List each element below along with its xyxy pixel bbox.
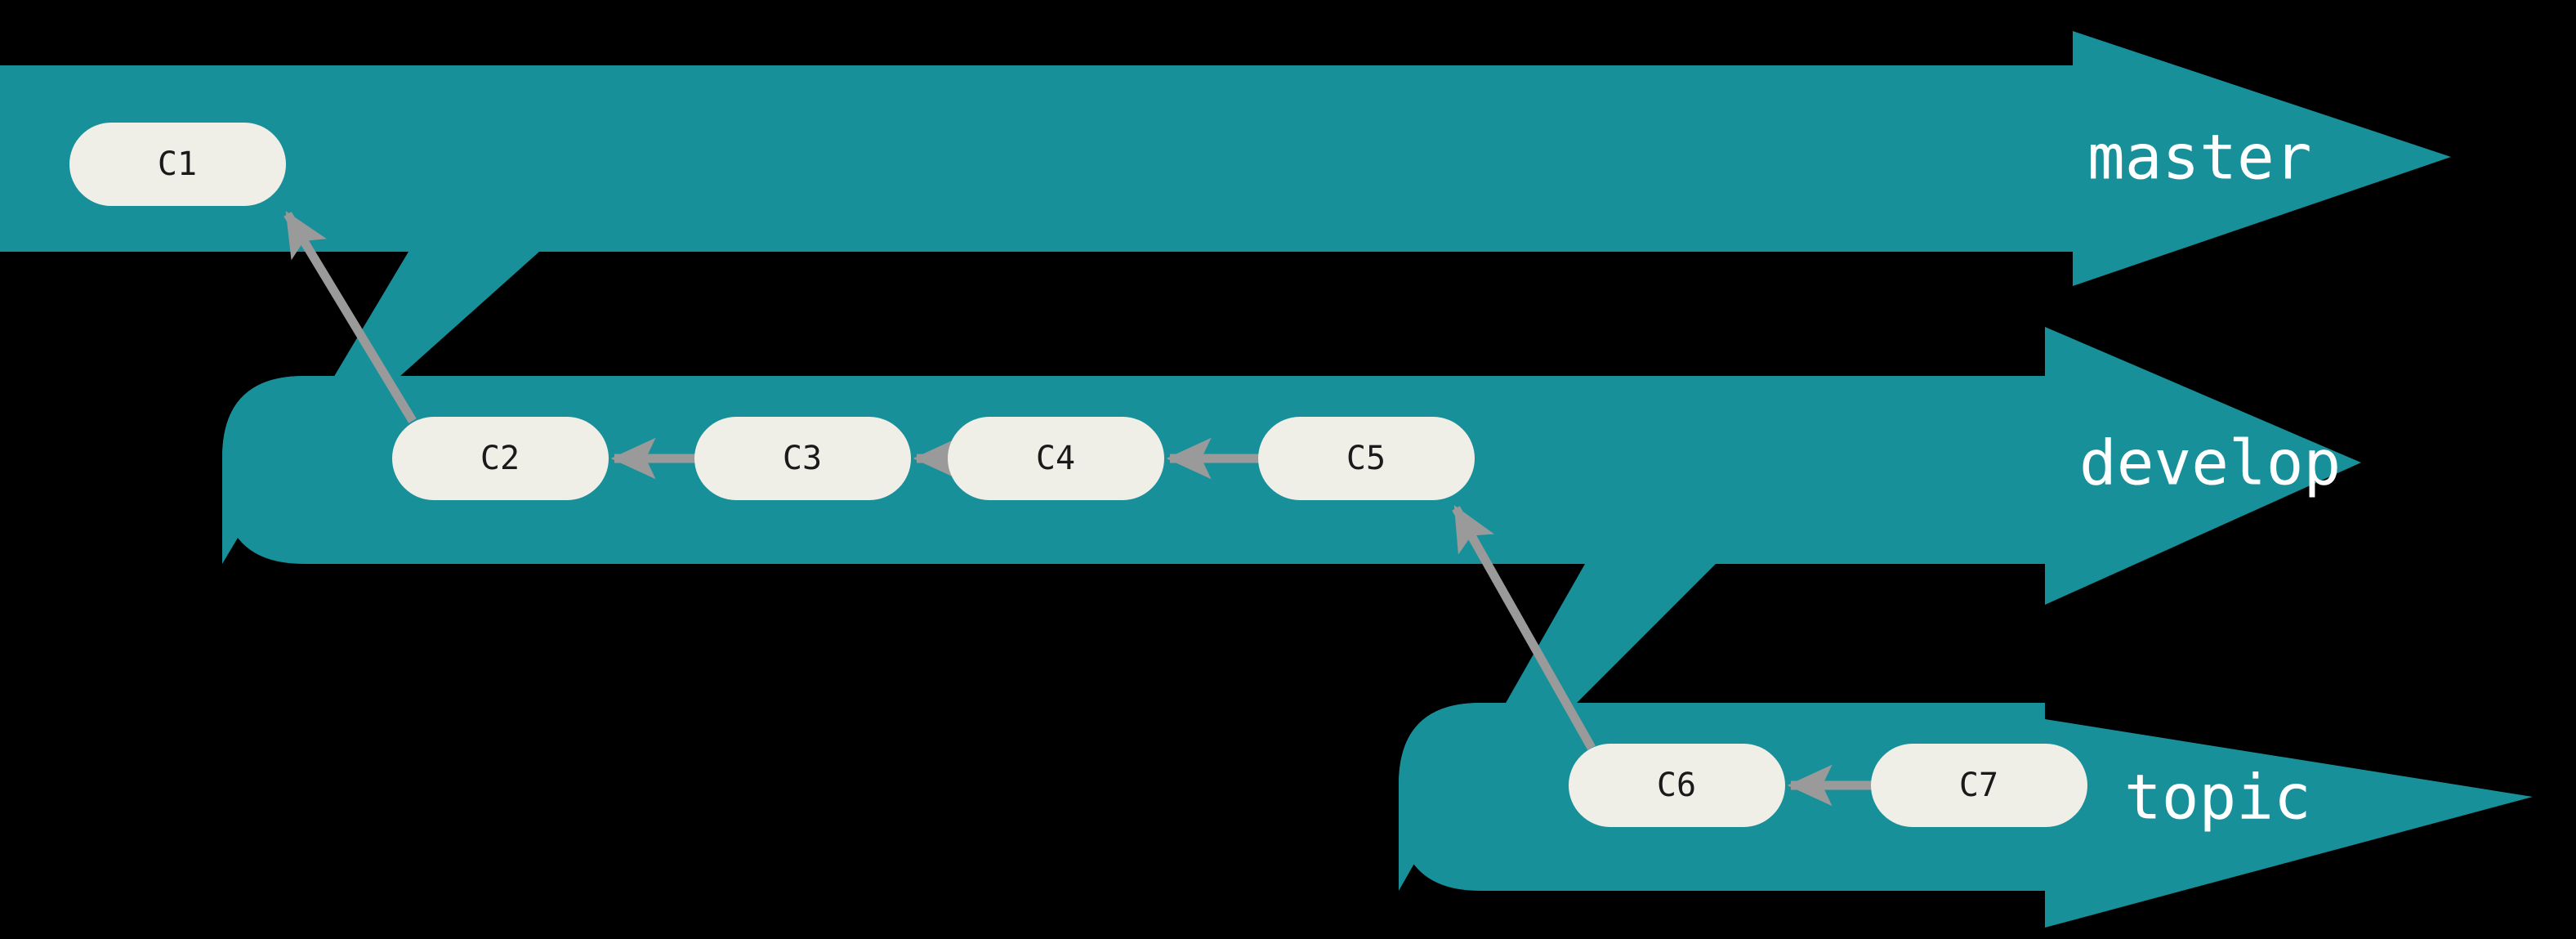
commit-nodes: C1 C2 C3 C4 C5 C6 [69, 123, 2087, 827]
branch-label-master: master [2087, 121, 2312, 194]
commit-node-c3[interactable]: C3 [694, 417, 911, 500]
commit-node-box[interactable] [1569, 744, 1785, 827]
commit-edges [283, 211, 1876, 807]
commit-label: C5 [1346, 440, 1386, 477]
commit-node-c2[interactable]: C2 [392, 417, 609, 500]
commit-label: C4 [1036, 440, 1075, 477]
edge-c2-to-c1 [283, 211, 417, 423]
commit-node-box[interactable] [1871, 744, 2087, 827]
commit-node-box[interactable] [392, 417, 609, 500]
commit-node-c7[interactable]: C7 [1871, 744, 2087, 827]
branch-label-develop: develop [2079, 427, 2341, 499]
branch-ribbon-master [0, 31, 2451, 564]
commit-node-box[interactable] [69, 123, 286, 206]
commit-node-c1[interactable]: C1 [69, 123, 286, 206]
branch-label-topic: topic [2124, 761, 2311, 834]
commit-label: C7 [1959, 767, 1998, 804]
commit-label: C6 [1657, 767, 1696, 804]
commit-node-c5[interactable]: C5 [1258, 417, 1475, 500]
commit-node-box[interactable] [1258, 417, 1475, 500]
commit-node-c6[interactable]: C6 [1569, 744, 1785, 827]
edge-c6-to-c5 [1452, 505, 1596, 750]
commit-node-box[interactable] [948, 417, 1164, 500]
commit-node-box[interactable] [694, 417, 911, 500]
branch-labels: master develop topic [2079, 121, 2341, 834]
commit-label: C3 [783, 440, 822, 477]
commit-label: C2 [480, 440, 520, 477]
commit-node-c4[interactable]: C4 [948, 417, 1164, 500]
commit-label: C1 [158, 145, 197, 183]
